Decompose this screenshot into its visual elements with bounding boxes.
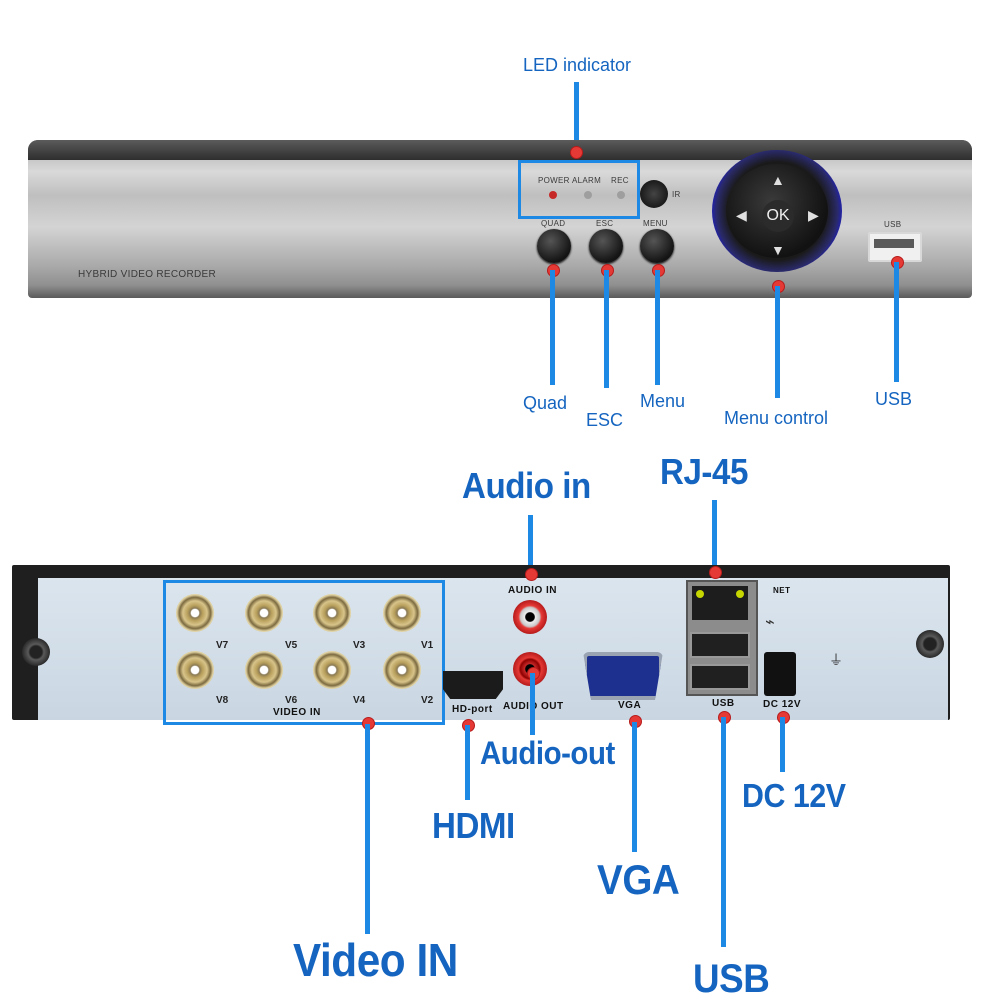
vga-panel-label: VGA: [618, 700, 642, 711]
right-screw-icon: [916, 630, 944, 658]
callout-rj45: RJ-45: [660, 451, 748, 492]
callout-audio-out: Audio-out: [480, 735, 615, 771]
callout-dc12v: DC 12V: [742, 777, 846, 814]
leader-menu-control: [775, 286, 780, 398]
up-arrow-icon[interactable]: ▲: [771, 172, 785, 188]
bnc-port-v4[interactable]: [313, 651, 351, 689]
bnc-port-v1[interactable]: [383, 594, 421, 632]
bnc-port-v7[interactable]: [176, 594, 214, 632]
leader-audio-out: [530, 673, 535, 735]
led-power-label: POWER: [538, 176, 570, 185]
leader-menu: [655, 270, 660, 385]
bnc-label-v8: V8: [216, 695, 229, 706]
down-arrow-icon[interactable]: ▼: [771, 242, 785, 258]
dc12v-panel-label: DC 12V: [763, 699, 802, 710]
audio-in-panel-label: AUDIO IN: [508, 585, 557, 596]
ground-icon: ⏚: [829, 652, 843, 668]
bnc-label-v3: V3: [353, 640, 366, 651]
bnc-label-v5: V5: [285, 640, 298, 651]
bnc-label-v7: V7: [216, 640, 229, 651]
left-arrow-icon[interactable]: ◀: [736, 207, 747, 223]
rj45-led-left-icon: [696, 590, 704, 598]
back-usb-panel-label: USB: [712, 698, 735, 709]
led-rec-label: REC: [611, 176, 629, 185]
callout-dot-audio-in: [525, 568, 538, 581]
callout-menu-control: Menu control: [724, 408, 829, 428]
bnc-port-v3[interactable]: [313, 594, 351, 632]
leader-quad: [550, 270, 555, 385]
bnc-port-v8[interactable]: [176, 651, 214, 689]
leader-video-in: [365, 724, 370, 934]
video-in-highlight: [163, 580, 445, 725]
callout-quad: Quad: [523, 393, 568, 413]
left-screw-icon: [22, 638, 50, 666]
callout-hdmi: HDMI: [432, 805, 515, 846]
dvr-front-top-edge: [28, 140, 972, 160]
video-in-panel-label: VIDEO IN: [273, 707, 321, 718]
quad-button[interactable]: [537, 229, 571, 263]
bnc-port-v2[interactable]: [383, 651, 421, 689]
leader-dc12v: [780, 717, 785, 772]
esc-button-label: ESC: [596, 219, 614, 228]
callout-video-in: Video IN: [293, 934, 458, 986]
right-arrow-icon[interactable]: ▶: [808, 207, 819, 223]
leader-led: [574, 82, 579, 152]
net-panel-label: NET: [773, 586, 791, 595]
callout-back-usb: USB: [693, 957, 770, 1001]
leader-rj45: [712, 500, 717, 570]
back-usb-port-2[interactable]: [690, 664, 750, 690]
callout-esc: ESC: [586, 410, 624, 430]
bnc-port-v6[interactable]: [245, 651, 283, 689]
vga-port[interactable]: [583, 652, 663, 700]
leader-esc: [604, 270, 609, 388]
led-power-icon: [549, 191, 557, 199]
ir-receiver-icon: [640, 180, 668, 208]
leader-front-usb: [894, 262, 899, 382]
back-usb-port-1[interactable]: [690, 632, 750, 658]
callout-vga: VGA: [597, 856, 680, 903]
leader-hdmi: [465, 725, 470, 800]
callout-front-usb: USB: [875, 389, 913, 409]
callout-menu: Menu: [640, 391, 686, 411]
callout-audio-in: Audio in: [462, 465, 591, 506]
ok-button[interactable]: OK: [762, 200, 794, 232]
brand-label: HYBRID VIDEO RECORDER: [78, 269, 216, 280]
hdmi-panel-label: HD-port: [452, 704, 493, 715]
front-usb-label: USB: [884, 220, 902, 229]
led-alarm-icon: [584, 191, 592, 199]
bnc-label-v1: V1: [421, 640, 434, 651]
callout-dot-rj45: [709, 566, 722, 579]
rj45-led-right-icon: [736, 590, 744, 598]
hdmi-port[interactable]: [443, 671, 503, 699]
power-symbol-icon: ⌁: [765, 614, 775, 631]
leader-vga: [632, 722, 637, 852]
menu-button[interactable]: [640, 229, 674, 263]
bnc-port-v5[interactable]: [245, 594, 283, 632]
leader-back-usb: [721, 717, 726, 947]
leader-audio-in: [528, 515, 533, 570]
led-rec-icon: [617, 191, 625, 199]
menu-button-label: MENU: [643, 219, 668, 228]
callout-led-indicator: LED indicator: [523, 55, 632, 75]
callout-dot-led: [570, 146, 583, 159]
led-indicator-highlight: [518, 160, 640, 219]
bnc-label-v4: V4: [353, 695, 366, 706]
front-usb-port-inner: [874, 239, 914, 248]
bnc-label-v2: V2: [421, 695, 434, 706]
bnc-label-v6: V6: [285, 695, 298, 706]
esc-button[interactable]: [589, 229, 623, 263]
ir-label: IR: [672, 190, 681, 199]
quad-button-label: QUAD: [541, 219, 566, 228]
audio-in-jack[interactable]: [513, 600, 547, 634]
led-alarm-label: ALARM: [572, 176, 602, 185]
dc-power-jack[interactable]: [764, 652, 796, 696]
